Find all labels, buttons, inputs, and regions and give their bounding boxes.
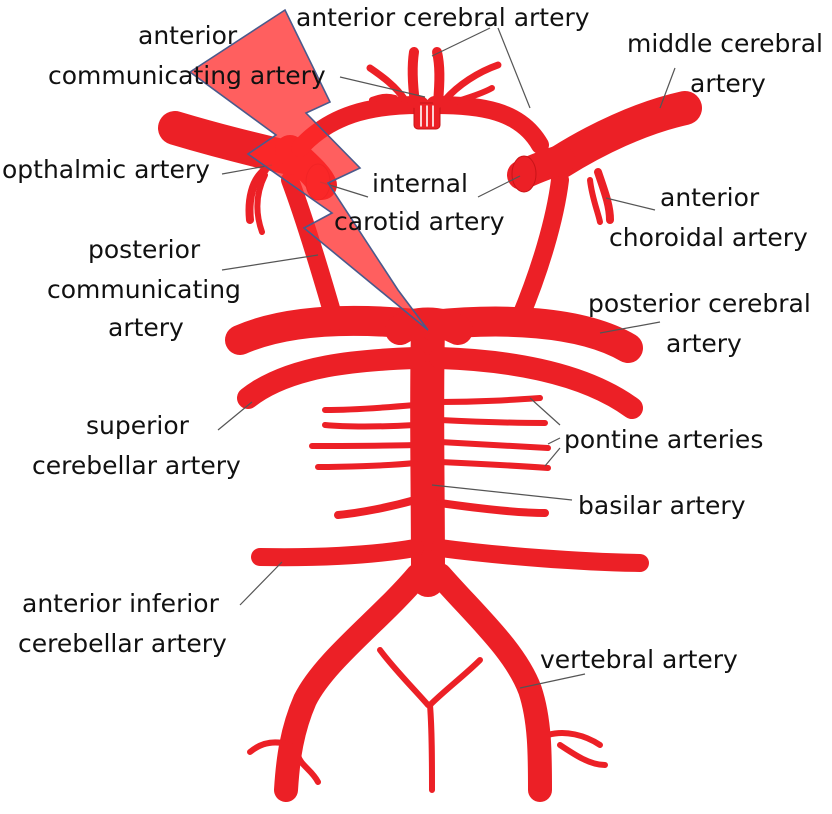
anterior-spinal-right	[430, 660, 480, 705]
label-middle-cerebral-2: artery	[690, 69, 766, 98]
label-superior-cerebellar-2: cerebellar artery	[32, 451, 241, 480]
leader-anterior-cerebral-left	[432, 28, 490, 56]
arteries	[175, 52, 685, 790]
label-aica-2: cerebellar artery	[18, 629, 227, 658]
internal-carotid-right-end	[512, 156, 536, 192]
label-anterior-choroidal-1: anterior	[660, 183, 760, 212]
vertebral-branch-right-b	[560, 745, 605, 765]
label-posterior-communicating-1: posterior	[88, 235, 201, 264]
label-basilar: basilar artery	[578, 491, 746, 520]
label-middle-cerebral-1: middle cerebral	[627, 29, 823, 58]
label-posterior-cerebral-2: artery	[666, 329, 742, 358]
pontine-left-4	[318, 463, 415, 467]
posterior-communicating-right	[520, 180, 560, 318]
label-pontine: pontine arteries	[564, 425, 763, 454]
anterior-cerebral-right	[435, 105, 540, 145]
label-aica-1: anterior inferior	[22, 589, 220, 618]
leader-posterior-communicating	[222, 255, 318, 270]
label-superior-cerebellar-1: superior	[86, 411, 190, 440]
aica-right	[440, 548, 640, 563]
label-posterior-cerebral-1: posterior cerebral	[588, 289, 811, 318]
middle-cerebral-right	[560, 108, 685, 162]
vertebral-branch-left-b	[298, 755, 318, 782]
vertebral-branch-right-a	[548, 733, 600, 745]
label-vertebral: vertebral artery	[540, 645, 738, 674]
superior-cerebellar-left	[248, 358, 415, 398]
basilar-tip	[400, 323, 458, 331]
aca-up-left-1	[413, 52, 415, 103]
label-anterior-choroidal-2: choroidal artery	[609, 223, 808, 252]
opthalmic-branch-left-2	[257, 175, 265, 232]
aica-left	[260, 548, 415, 557]
leader-anterior-choroidal	[606, 198, 655, 210]
pontine-left-5	[338, 500, 415, 515]
pontine-left-1	[325, 405, 415, 410]
vertebral-artery-left	[286, 575, 418, 790]
label-posterior-communicating-3: artery	[108, 313, 184, 342]
leader-pontine-2	[548, 438, 560, 444]
anterior-spinal-left	[380, 650, 428, 705]
label-anterior-cerebral: anterior cerebral artery	[296, 3, 590, 32]
pontine-left-2	[325, 425, 415, 427]
label-anterior-communicating-2: communicating artery	[48, 61, 326, 90]
aca-up-left-3	[372, 97, 395, 100]
aca-up-right-1	[437, 52, 439, 103]
label-internal-carotid-2: carotid artery	[334, 207, 505, 236]
pontine-right-1	[440, 398, 540, 402]
anterior-spinal-trunk	[430, 705, 432, 790]
leader-superior-cerebellar	[218, 402, 252, 430]
label-internal-carotid-1: internal	[372, 169, 468, 198]
pontine-right-5	[440, 503, 545, 513]
pontine-right-3	[440, 442, 548, 448]
pontine-right-4	[440, 462, 548, 468]
basilar-artery-trunk	[427, 330, 428, 580]
label-opthalmic: opthalmic artery	[2, 155, 210, 184]
anterior-choroidal-right-2	[590, 180, 600, 222]
leader-anterior-cerebral-right	[498, 28, 530, 108]
leader-aica	[240, 562, 282, 605]
pontine-left-3	[312, 445, 415, 446]
pontine-right-2	[440, 420, 545, 423]
leader-basilar	[432, 485, 572, 500]
label-posterior-communicating-2: communicating	[47, 275, 241, 304]
label-anterior-communicating-1: anterior	[138, 21, 238, 50]
